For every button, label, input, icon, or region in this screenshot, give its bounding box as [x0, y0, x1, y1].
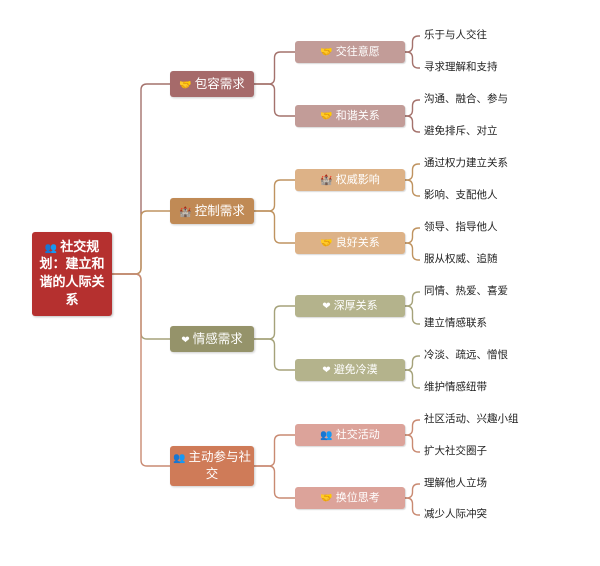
leaf-item[interactable]: 理解他人立场: [424, 477, 487, 489]
subnode-c2-1[interactable]: 🤝良好关系: [295, 232, 405, 254]
subnode-c3-0-label: 深厚关系: [333, 298, 378, 312]
leaf-item[interactable]: 领导、指导他人: [424, 221, 498, 233]
people-icon: 👥: [173, 453, 186, 465]
leaf-item[interactable]: 乐于与人交往: [424, 29, 487, 41]
category-c2-label: 控制需求: [194, 202, 245, 218]
subnode-c3-0[interactable]: ❤深厚关系: [295, 295, 405, 317]
subnode-c1-1-label: 和谐关系: [335, 108, 380, 122]
c4-to-sub-1-line: [254, 465, 295, 499]
subnode-c1-1[interactable]: 🤝和谐关系: [295, 105, 405, 127]
handshake-icon: 🤝: [320, 46, 333, 58]
people-icon: 👥: [44, 242, 58, 254]
people-icon: 👥: [320, 429, 333, 441]
heart-icon: ❤: [181, 334, 190, 346]
subnode-c2-1-label: 良好关系: [335, 235, 380, 249]
c2-sub-0-leaf-1-line: [405, 179, 420, 197]
handshake-icon: 🤝: [320, 110, 333, 122]
leaf-item[interactable]: 避免排斥、对立: [424, 125, 498, 137]
subnode-c4-0-label: 社交活动: [335, 427, 380, 441]
leaf-item[interactable]: 通过权力建立关系: [424, 157, 508, 169]
castle-icon: 🏰: [179, 206, 192, 218]
c4-sub-0-leaf-1-line: [405, 434, 420, 453]
c3-to-sub-0-line: [254, 305, 295, 340]
c4-sub-0-leaf-0-line: [405, 419, 420, 436]
handshake-icon: 🤝: [320, 492, 333, 504]
handshake-icon: 🤝: [320, 237, 333, 249]
c1-sub-0-leaf-1-line: [405, 51, 420, 69]
category-c3-label: 情感需求: [192, 330, 243, 346]
subnode-c1-0[interactable]: 🤝交往意愿: [295, 41, 405, 63]
subnode-c2-0-label: 权威影响: [335, 172, 380, 186]
subnode-c4-0[interactable]: 👥社交活动: [295, 424, 405, 446]
leaf-item[interactable]: 同情、热爱、喜爱: [424, 285, 508, 297]
root-to-c4-line: [112, 273, 170, 467]
heart-icon: ❤: [322, 300, 331, 312]
c4-sub-1-leaf-1-line: [405, 497, 420, 516]
leaf-item[interactable]: 建立情感联系: [424, 317, 487, 329]
handshake-icon: 🤝: [179, 79, 192, 91]
root-label: 社交规划：建立和谐的人际关系: [39, 239, 105, 308]
leaf-item[interactable]: 扩大社交圈子: [424, 445, 487, 457]
c1-sub-1-leaf-1-line: [405, 115, 420, 133]
leaf-item[interactable]: 冷淡、疏远、憎恨: [424, 349, 508, 361]
c1-sub-0-leaf-0-line: [405, 35, 420, 53]
subnode-c1-0-label: 交往意愿: [335, 44, 380, 58]
c1-sub-1-leaf-0-line: [405, 99, 420, 117]
subnode-c3-1[interactable]: ❤避免冷漠: [295, 359, 405, 381]
subnode-c2-0[interactable]: 🏰权威影响: [295, 169, 405, 191]
root-to-c3-line: [112, 273, 170, 340]
subnode-c4-1-label: 换位思考: [335, 490, 380, 504]
leaf-item[interactable]: 服从权威、追随: [424, 253, 498, 265]
leaf-item[interactable]: 维护情感纽带: [424, 381, 487, 393]
c3-sub-1-leaf-0-line: [405, 355, 420, 371]
root-to-c1-line: [112, 83, 170, 275]
c3-sub-0-leaf-0-line: [405, 291, 420, 307]
category-c4[interactable]: 👥主动参与社交: [170, 446, 254, 486]
leaf-item[interactable]: 社区活动、兴趣小组: [424, 413, 519, 425]
leaf-item[interactable]: 减少人际冲突: [424, 508, 487, 520]
leaf-item[interactable]: 沟通、融合、参与: [424, 93, 508, 105]
c2-to-sub-1-line: [254, 210, 295, 244]
category-c1-label: 包容需求: [194, 75, 245, 91]
category-c4-label: 主动参与社交: [188, 449, 251, 481]
subnode-c3-1-label: 避免冷漠: [333, 362, 378, 376]
leaf-item[interactable]: 寻求理解和支持: [424, 61, 498, 73]
c2-sub-1-leaf-0-line: [405, 227, 420, 244]
root-node[interactable]: 👥社交规划：建立和谐的人际关系: [32, 232, 112, 316]
leaf-item[interactable]: 影响、支配他人: [424, 189, 498, 201]
c3-sub-0-leaf-1-line: [405, 305, 420, 325]
root-to-c2-line: [112, 210, 170, 275]
c4-to-sub-0-line: [254, 434, 295, 467]
c3-to-sub-1-line: [254, 338, 295, 371]
c2-sub-0-leaf-0-line: [405, 163, 420, 181]
c2-to-sub-0-line: [254, 179, 295, 212]
castle-icon: 🏰: [320, 174, 333, 186]
category-c1[interactable]: 🤝包容需求: [170, 71, 254, 97]
subnode-c4-1[interactable]: 🤝换位思考: [295, 487, 405, 509]
c1-to-sub-0-line: [254, 51, 295, 85]
c2-sub-1-leaf-1-line: [405, 242, 420, 261]
c4-sub-1-leaf-0-line: [405, 483, 420, 499]
category-c3[interactable]: ❤情感需求: [170, 326, 254, 352]
c1-to-sub-1-line: [254, 83, 295, 117]
c3-sub-1-leaf-1-line: [405, 369, 420, 389]
heart-icon: ❤: [322, 364, 331, 376]
category-c2[interactable]: 🏰控制需求: [170, 198, 254, 224]
